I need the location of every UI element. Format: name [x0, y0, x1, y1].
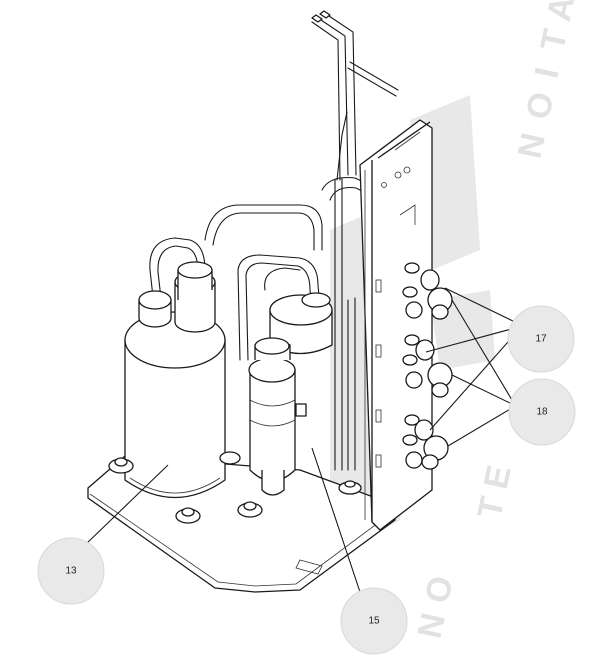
callout-17-label: 17 [535, 334, 547, 345]
callout-15-label: 15 [368, 616, 380, 627]
valve-group-lower [402, 414, 449, 470]
callout-15: 15 [340, 587, 408, 655]
callout-13: 13 [37, 537, 105, 605]
watermark-letter: T [534, 26, 576, 54]
watermark-letter: O [418, 573, 461, 607]
watermark-letter: I [528, 64, 567, 81]
accumulator-15 [237, 337, 307, 518]
watermark-letter: N [411, 610, 453, 642]
leader-lines [84, 287, 516, 593]
valve-group-upper [402, 262, 453, 320]
watermark-letter: E [477, 462, 519, 492]
watermark-letter: A [540, 0, 582, 25]
valve-panel [334, 119, 433, 531]
watermark-letter: T [471, 493, 513, 521]
service-valves [402, 262, 453, 470]
callout-18: 18 [508, 378, 576, 446]
watermark-letter: N [511, 130, 553, 162]
callout-18-label: 18 [536, 407, 548, 418]
valve-group-middle [402, 334, 453, 398]
callout-13-label: 13 [65, 566, 77, 577]
watermark-letter: O [519, 89, 562, 123]
top-tubes [311, 10, 399, 181]
compressor-13 [108, 261, 241, 524]
callout-17: 17 [507, 305, 575, 373]
